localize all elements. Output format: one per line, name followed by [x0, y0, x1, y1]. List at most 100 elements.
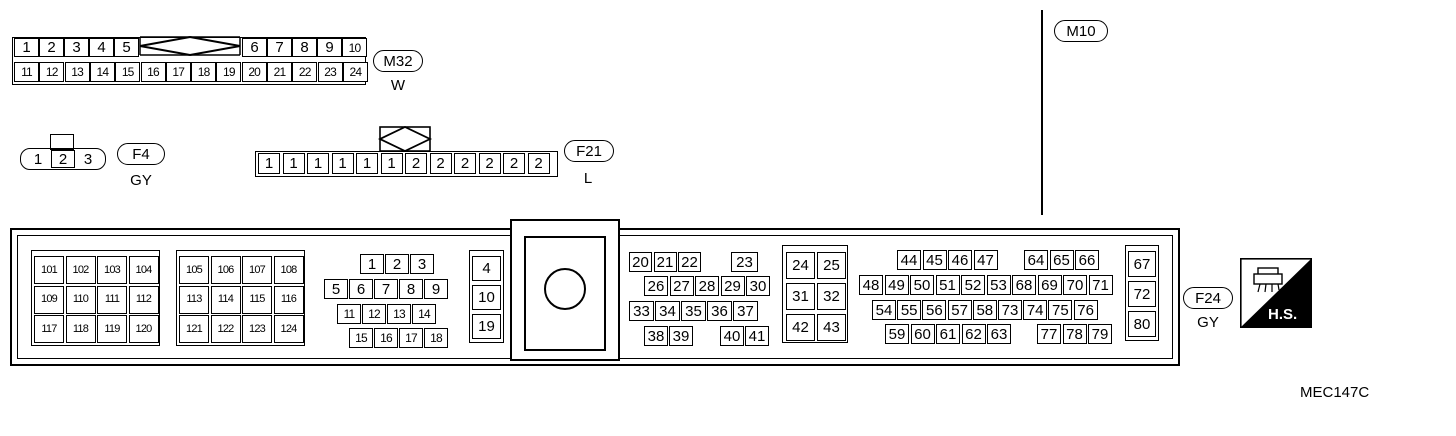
pin: 49: [884, 275, 909, 295]
pin: 6: [242, 38, 267, 57]
pin: 40: [720, 326, 744, 346]
pin: 1: [258, 153, 280, 174]
pin: 3: [76, 150, 100, 168]
pin: 122: [210, 315, 241, 343]
pin: 17: [165, 62, 191, 82]
pin: 10: [472, 285, 501, 310]
pin: 15: [115, 62, 141, 82]
pin: 1: [26, 150, 50, 168]
pin: 75: [1048, 300, 1073, 320]
f24-block-b-frame: [176, 250, 305, 346]
pin: 19: [216, 62, 242, 82]
pin: 28: [695, 276, 719, 296]
pin: 19: [472, 314, 501, 339]
pin: 43: [817, 314, 846, 341]
harness-side-label: H.S.: [1268, 306, 1298, 323]
pin: 44: [897, 250, 921, 270]
pin: 12: [39, 62, 65, 82]
pin: 72: [1128, 281, 1156, 307]
pin: 4: [472, 256, 501, 281]
pin: 8: [292, 38, 317, 57]
pin: 1: [356, 153, 378, 174]
pin: 2: [51, 150, 75, 168]
pin: 4: [89, 38, 114, 57]
pin: 16: [374, 328, 398, 348]
pin: 77: [1037, 324, 1061, 344]
pin: 42: [786, 314, 815, 341]
pin: 37: [733, 301, 758, 321]
pin: 39: [669, 326, 693, 346]
pin: 33: [629, 301, 654, 321]
figure-code: MEC147C: [1300, 384, 1370, 401]
pin: 3: [64, 38, 89, 57]
pin: 38: [644, 326, 668, 346]
pin: 22: [292, 62, 318, 82]
pin: 56: [922, 300, 947, 320]
pin: 12: [362, 304, 386, 324]
pin: 35: [681, 301, 706, 321]
pin: 2: [429, 153, 452, 174]
pin: 55: [897, 300, 922, 320]
pin: 65: [1049, 250, 1074, 270]
pin: 50: [910, 275, 934, 295]
pin: 16: [140, 62, 166, 82]
pin: 18: [424, 328, 448, 348]
pin: 101: [34, 256, 64, 284]
pin: 62: [961, 324, 986, 344]
pin: 7: [267, 38, 292, 57]
pin: 73: [998, 300, 1022, 320]
pin: 1: [360, 254, 384, 274]
pin: 113: [179, 285, 209, 314]
pin: 1: [307, 153, 329, 174]
connector-f24-id-tag: F24: [1183, 287, 1233, 309]
pin: 31: [786, 283, 815, 310]
pin: 53: [986, 275, 1011, 295]
pin: 24: [786, 252, 815, 279]
pin: 1: [14, 38, 39, 57]
pin: 2: [454, 153, 476, 174]
pin: 41: [745, 326, 769, 346]
pin: 2: [527, 153, 550, 174]
pin: 11: [14, 62, 39, 82]
pin: 15: [349, 328, 373, 348]
pin: 109: [34, 285, 64, 314]
pin: 61: [936, 324, 960, 344]
pin: 124: [273, 315, 304, 343]
pin: 2: [503, 153, 525, 174]
pin: 57: [947, 300, 972, 320]
pin: 66: [1075, 250, 1099, 270]
pin: 64: [1024, 250, 1048, 270]
pin: 1: [331, 153, 354, 174]
pin: 123: [242, 315, 272, 343]
harness-side-icon: [1240, 258, 1313, 329]
pin: 69: [1037, 275, 1062, 295]
connector-m10-id-tag: M10: [1054, 20, 1108, 42]
pin: 2: [39, 38, 64, 57]
pin: 117: [34, 315, 64, 343]
connector-f4-id-tag: F4: [117, 143, 165, 165]
f24-block-f-frame: [782, 245, 848, 343]
pin: 18: [191, 62, 217, 82]
connector-f21-color: L: [583, 170, 593, 187]
pin: 68: [1012, 275, 1036, 295]
pin: 119: [97, 315, 127, 343]
pin: 116: [273, 285, 304, 314]
m10-leader-line: [1041, 10, 1043, 215]
pin: 17: [399, 328, 423, 348]
pin: 11: [337, 304, 361, 324]
pin: 54: [872, 300, 896, 320]
pin: 27: [669, 276, 694, 296]
pin: 23: [317, 62, 343, 82]
pin: 5: [324, 279, 348, 299]
pin: 9: [424, 279, 448, 299]
pin: 63: [987, 324, 1011, 344]
pin: 108: [273, 256, 304, 284]
pin: 67: [1128, 251, 1156, 277]
pin: 114: [210, 285, 241, 314]
connector-f4-housing: [20, 148, 106, 170]
pin: 106: [210, 256, 241, 284]
pin: 23: [731, 252, 758, 272]
pin: 20: [629, 252, 652, 272]
